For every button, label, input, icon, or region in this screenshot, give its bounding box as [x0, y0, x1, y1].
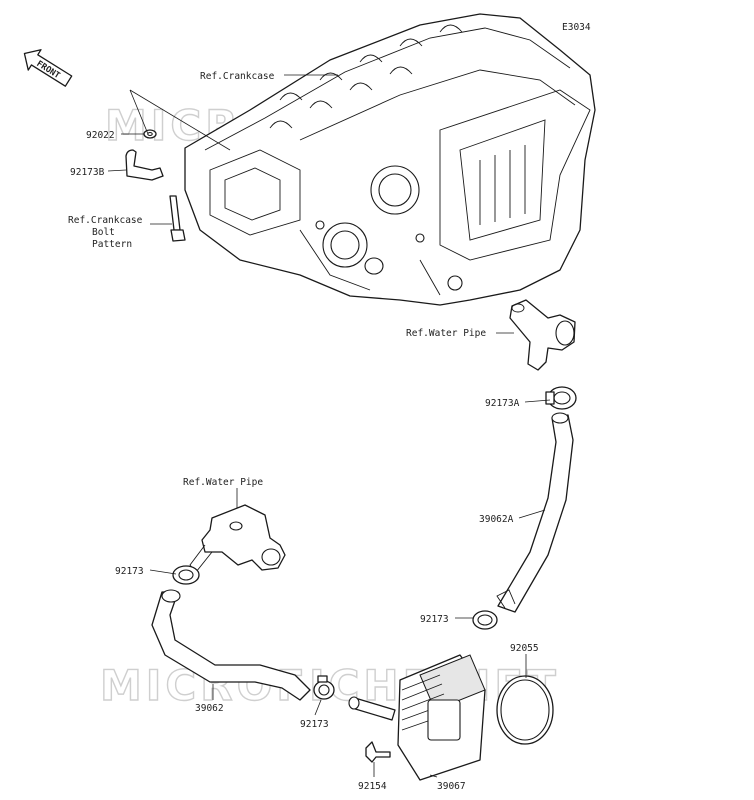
label-ref-water-pipe-right: Ref.Water Pipe: [406, 328, 486, 339]
oil-cooler-39067: [348, 654, 486, 781]
label-92173-left: 92173: [115, 566, 144, 577]
label-ref-water-pipe-left: Ref.Water Pipe: [183, 477, 263, 488]
label-39067: 39067: [437, 781, 466, 792]
diagram-code: E3034: [562, 22, 591, 33]
label-39062A: 39062A: [479, 514, 514, 525]
hose-39062A: [496, 412, 574, 613]
bolt-crankcase: [169, 195, 186, 242]
water-pipe-left: [189, 504, 286, 573]
label-92055: 92055: [510, 643, 539, 654]
clamp-92173-bottom: [313, 675, 335, 700]
label-92173B: 92173B: [70, 167, 105, 178]
water-pipe-right: [509, 299, 576, 371]
label-92173-right: 92173: [420, 614, 449, 625]
label-ref-crankcase-bolt-1: Ref.Crankcase: [68, 215, 143, 226]
label-92173-bottom: 92173: [300, 719, 329, 730]
label-92173A: 92173A: [485, 398, 520, 409]
crankcase: [184, 13, 596, 306]
front-arrow-icon: FRONT: [23, 49, 73, 87]
clamp-92173-right: [472, 610, 498, 630]
o-ring-92055: [496, 675, 554, 745]
label-39062: 39062: [195, 703, 224, 714]
clamp-92173B: [125, 149, 164, 181]
label-ref-crankcase-bolt-3: Pattern: [92, 239, 132, 250]
label-92022: 92022: [86, 130, 115, 141]
hose-39062: [151, 589, 311, 701]
washer-92022: [143, 129, 157, 139]
label-ref-crankcase: Ref.Crankcase: [200, 71, 275, 82]
bolt-92154: [365, 741, 391, 763]
label-ref-crankcase-bolt-2: Bolt: [92, 227, 115, 238]
clamp-92173-left: [172, 565, 200, 585]
label-92154: 92154: [358, 781, 387, 792]
leader-lines: [107, 74, 551, 778]
clamp-92173A: [545, 386, 577, 410]
